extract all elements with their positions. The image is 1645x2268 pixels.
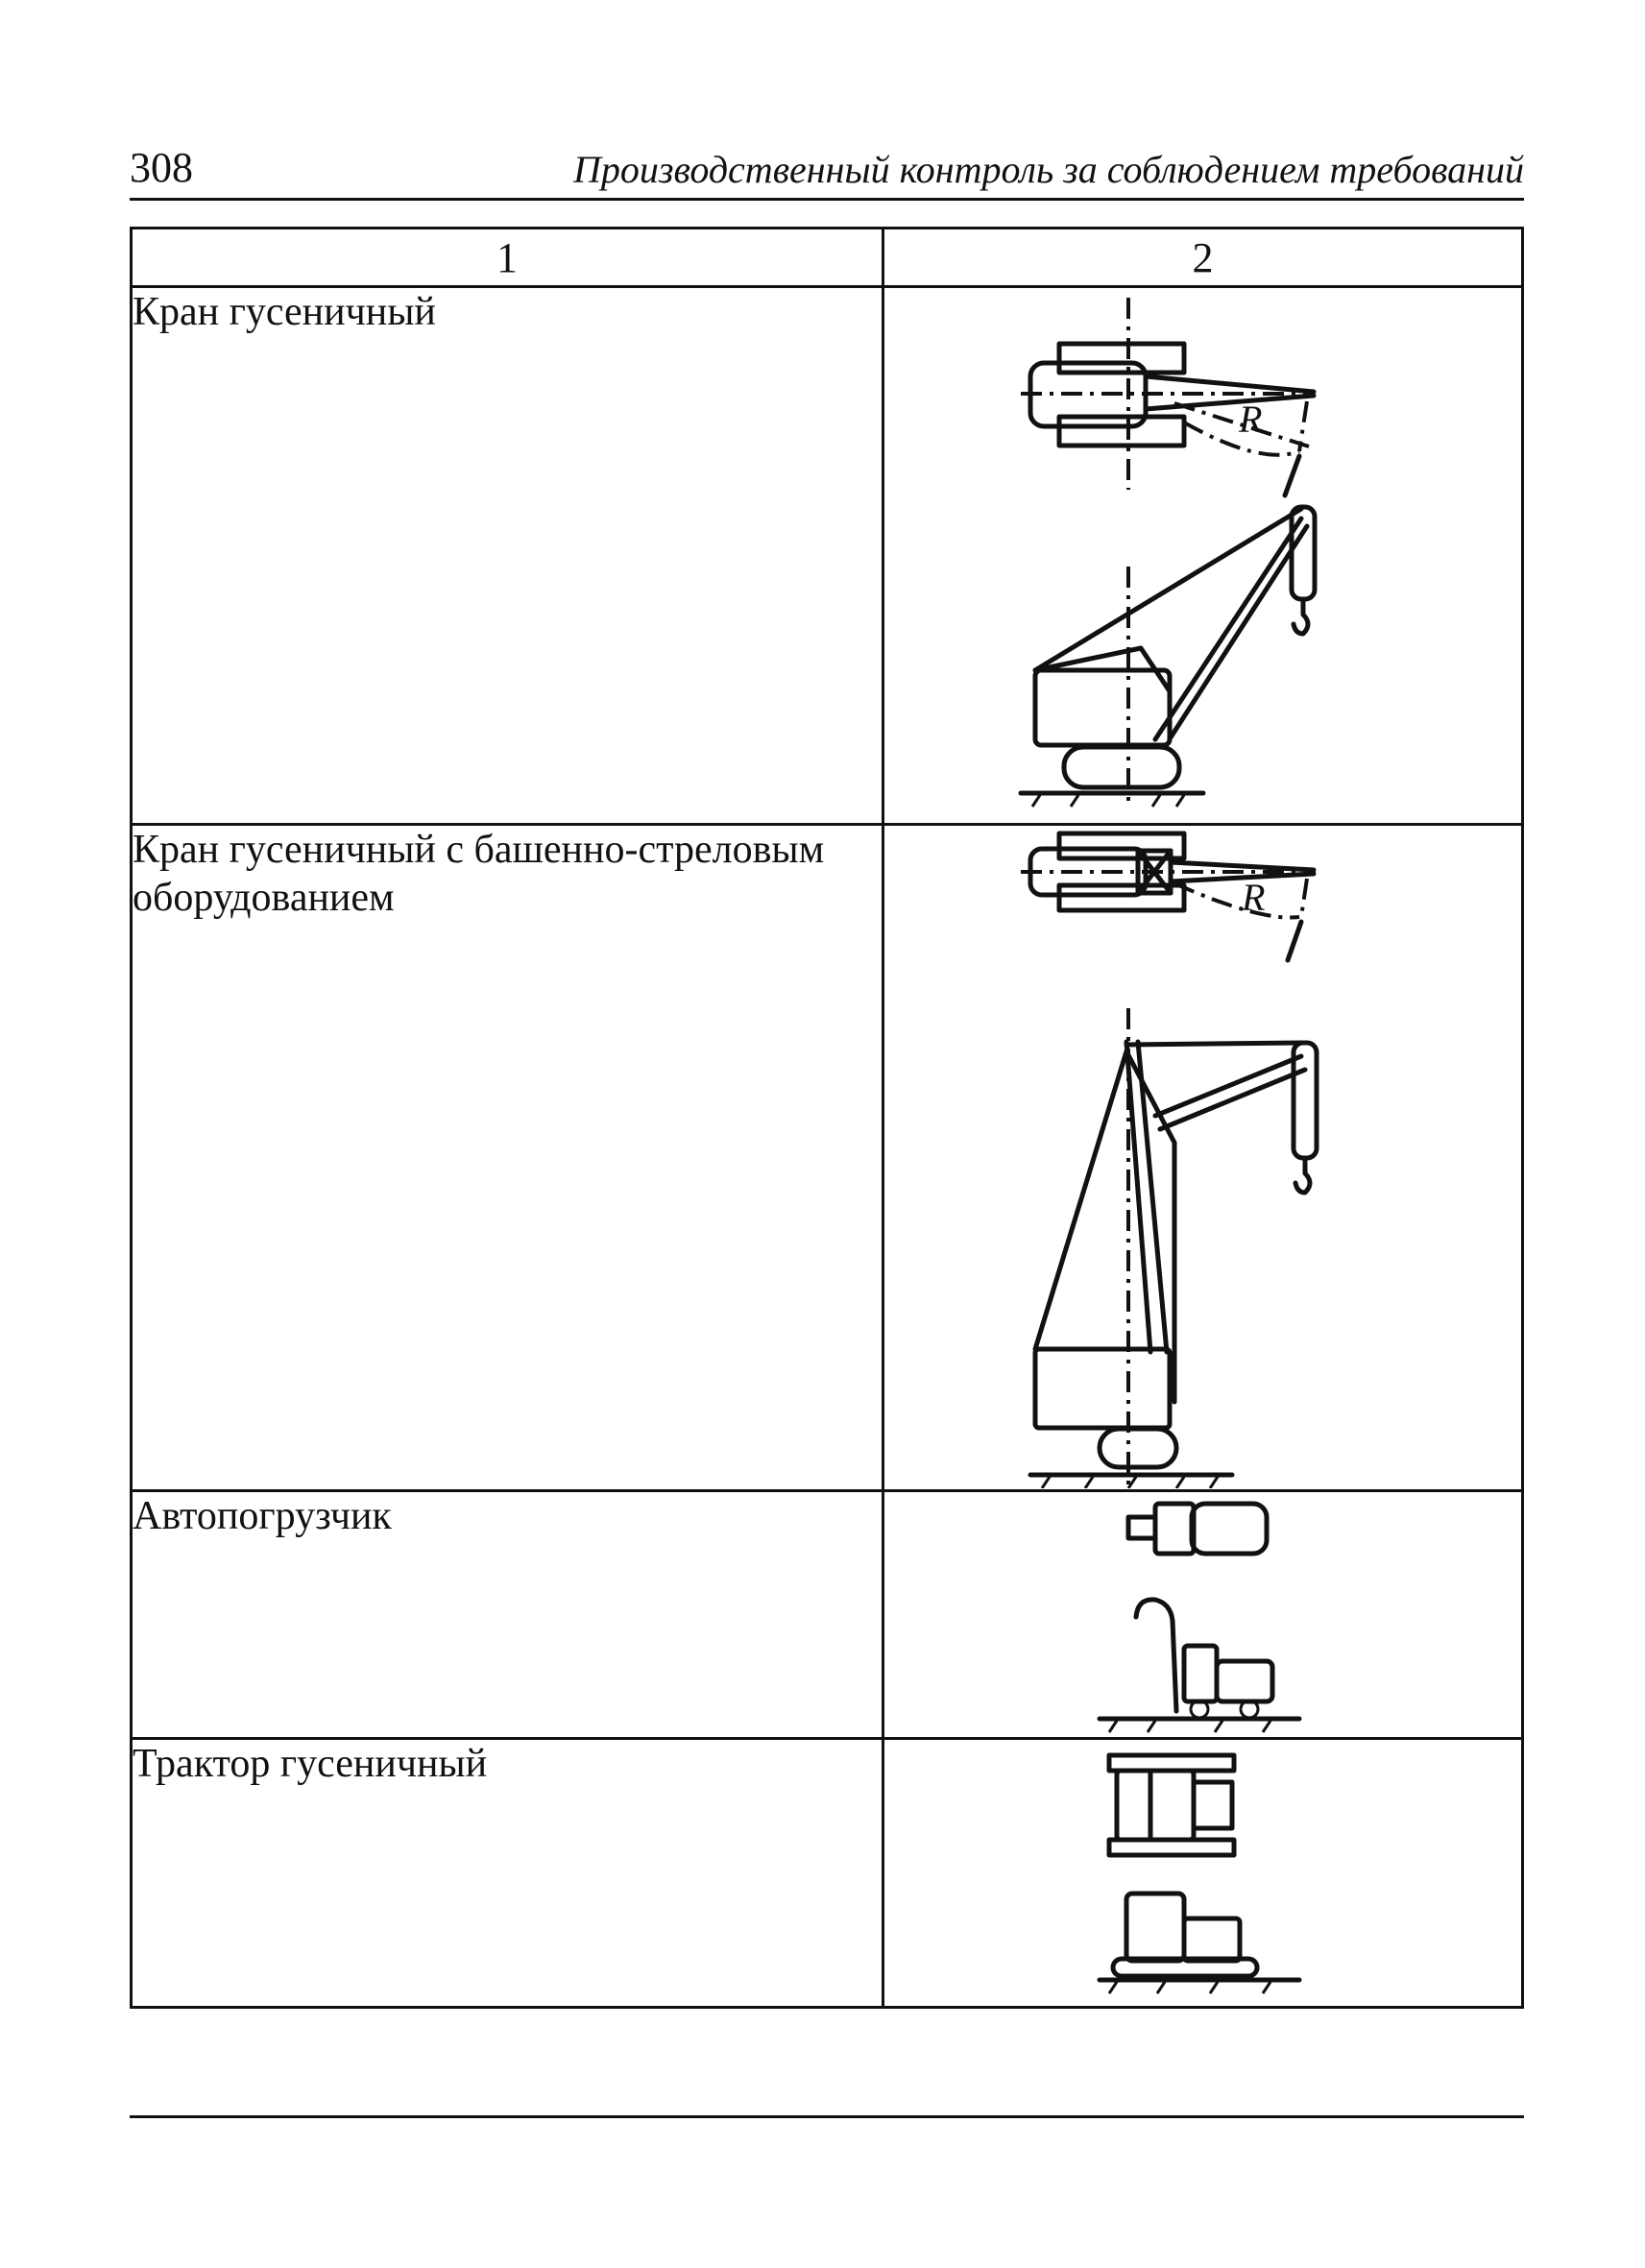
table-row: Автопогрузчик: [130, 1489, 1524, 1740]
column-header-2: 2: [882, 227, 1524, 288]
table-row: Кран гусеничный R: [130, 285, 1524, 826]
table-row: Трактор гусеничный: [130, 1737, 1524, 2009]
row-name: Кран гусеничный с башенно-стреловым обор…: [130, 823, 884, 1492]
equipment-table: 1 2 Кран гусеничный R: [130, 227, 1524, 2009]
crawler-tractor-figure: [882, 1737, 1524, 2009]
table-header-row: 1 2: [130, 227, 1524, 288]
radius-label: R: [1241, 876, 1265, 919]
page-header: 308 Производственный контроль за соблюде…: [130, 144, 1524, 201]
tower-boom-crane-figure: R: [882, 823, 1524, 1492]
tower-boom-crane-drawing: R: [1020, 831, 1318, 1488]
table-row: Кран гусеничный с башенно-стреловым обор…: [130, 823, 1524, 1492]
forklift-figure: [882, 1489, 1524, 1740]
footer-rule: [130, 2115, 1524, 2118]
running-title: Производственный контроль за соблюдением…: [573, 148, 1524, 191]
radius-label: R: [1238, 398, 1262, 441]
crawler-crane-figure: R: [882, 285, 1524, 826]
crawler-crane-drawing: R: [1018, 298, 1317, 808]
page-number: 308: [130, 144, 193, 191]
row-name: Трактор гусеничный: [130, 1737, 884, 2009]
row-name: Автопогрузчик: [130, 1489, 884, 1740]
column-header-1: 1: [130, 227, 884, 288]
crawler-tractor-drawing: [1097, 1752, 1301, 1994]
forklift-drawing: [1097, 1501, 1301, 1733]
row-name: Кран гусеничный: [130, 285, 884, 826]
